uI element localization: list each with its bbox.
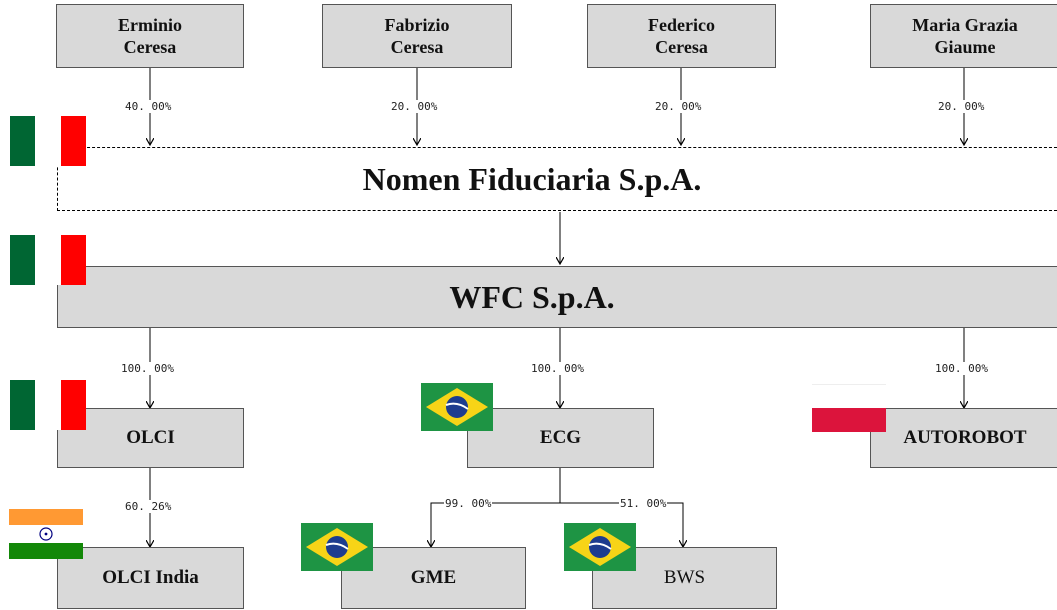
olci-label: OLCI <box>126 427 175 448</box>
ecg-label: ECG <box>539 427 582 448</box>
pct-erminio-nomen: 40. 00% <box>124 100 173 113</box>
person-fabrizio-label: Fabrizio Ceresa <box>384 15 450 57</box>
brazil-flag-icon <box>421 383 493 431</box>
pct-fabrizio-nomen: 20. 00% <box>390 100 439 113</box>
wfc-label: WFC S.p.A. <box>449 278 615 315</box>
pct-wfc-ecg: 100. 00% <box>530 362 585 375</box>
pct-wfc-autorobot: 100. 00% <box>934 362 989 375</box>
person-erminio-label: Erminio Ceresa <box>117 15 182 57</box>
pct-ecg-gme: 99. 00% <box>444 497 493 510</box>
arrow-ecg-gme <box>431 468 561 547</box>
gme-box: GME <box>341 547 526 609</box>
pct-federico-nomen: 20. 00% <box>654 100 703 113</box>
nomen-fiduciaria-box: Nomen Fiduciaria S.p.A. <box>57 147 1057 211</box>
person-maria-grazia-giaume: Maria Grazia Giaume <box>870 4 1057 68</box>
italy-flag-icon <box>10 235 86 285</box>
pct-maria-nomen: 20. 00% <box>937 100 986 113</box>
poland-flag-icon <box>812 384 886 432</box>
person-federico-ceresa: Federico Ceresa <box>587 4 776 68</box>
person-erminio-ceresa: Erminio Ceresa <box>56 4 244 68</box>
ecg-box: ECG <box>467 408 654 468</box>
olci-box: OLCI <box>57 408 244 468</box>
brazil-flag-icon <box>301 523 373 571</box>
olci-india-label: OLCI India <box>102 567 199 588</box>
italy-flag-icon <box>10 380 86 430</box>
wfc-box: WFC S.p.A. <box>57 266 1057 328</box>
pct-ecg-bws: 51. 00% <box>619 497 668 510</box>
autorobot-label: AUTOROBOT <box>903 427 1027 448</box>
brazil-flag-icon <box>564 523 636 571</box>
gme-label: GME <box>410 567 457 588</box>
pct-wfc-olci: 100. 00% <box>120 362 175 375</box>
olci-india-box: OLCI India <box>57 547 244 609</box>
italy-flag-icon <box>10 116 86 166</box>
person-maria-label: Maria Grazia Giaume <box>912 15 1018 57</box>
autorobot-box: AUTOROBOT <box>870 408 1057 468</box>
arrow-ecg-bws <box>560 502 683 547</box>
person-federico-label: Federico Ceresa <box>648 15 715 57</box>
india-flag-icon <box>9 509 83 559</box>
pct-olci-india: 60. 26% <box>124 500 173 513</box>
bws-label: BWS <box>663 567 706 588</box>
person-fabrizio-ceresa: Fabrizio Ceresa <box>322 4 512 68</box>
nomen-fiduciaria-label: Nomen Fiduciaria S.p.A. <box>362 160 702 197</box>
